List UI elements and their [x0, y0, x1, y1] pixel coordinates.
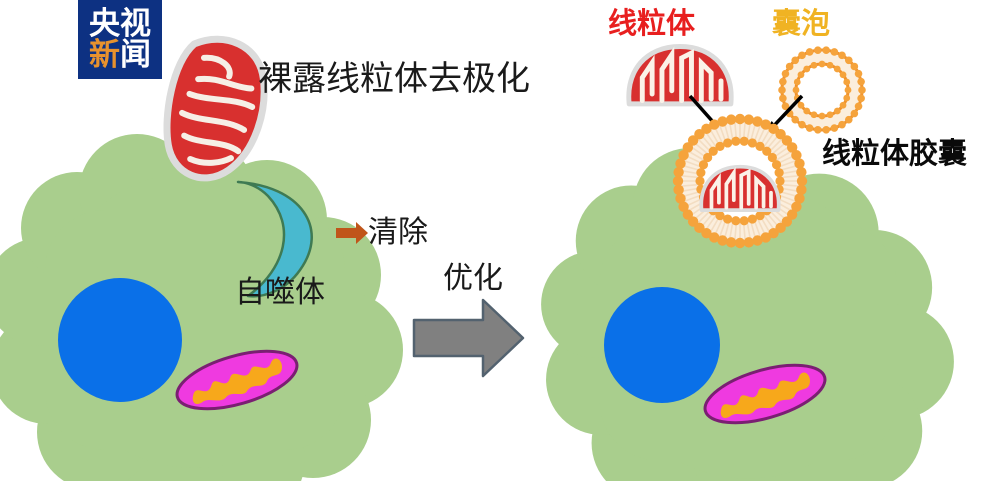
label-naked-mito-depolarization: 裸露线粒体去极化 — [258, 59, 530, 99]
left-cell-body — [0, 134, 403, 481]
logo-text-wen: 闻 — [120, 36, 151, 73]
logo-top-row: 央视 — [89, 5, 151, 42]
cctv-news-logo: 央视 新 闻 — [78, 0, 162, 79]
label-optimize: 优化 — [443, 261, 503, 296]
label-vesicle: 囊泡 — [772, 6, 831, 40]
label-autophagosome: 自噬体 — [235, 275, 325, 310]
label-mito-capsule: 线粒体胶囊 — [822, 136, 968, 170]
autophagosome-shape — [236, 180, 313, 298]
label-clearance: 清除 — [368, 215, 428, 250]
logo-text-xin: 新 — [89, 36, 120, 73]
mitochondrial-capsule — [672, 113, 808, 249]
left-cell-nucleus — [58, 278, 182, 402]
logo-bottom-row: 新 闻 — [89, 36, 151, 73]
clearance-arrow-icon — [336, 222, 368, 244]
optimize-arrow-icon — [412, 298, 525, 378]
free-mitochondrion — [629, 46, 731, 103]
logo-text-yangshi: 央视 — [89, 5, 151, 42]
label-mitochondrion: 线粒体 — [608, 6, 696, 40]
free-vesicle — [778, 46, 866, 134]
right-cell-nucleus — [604, 287, 720, 403]
